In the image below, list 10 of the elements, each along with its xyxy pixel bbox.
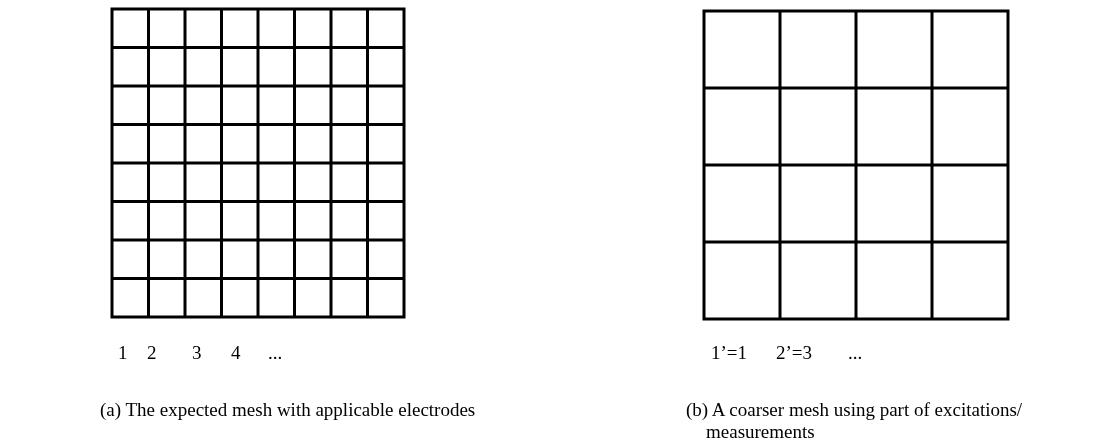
electrode-number: 1 [118, 342, 128, 364]
electrode-number: 2’=3 [776, 342, 813, 364]
ellipsis: ... [848, 342, 863, 364]
figure-caption: (b) A coarser mesh using part of excitations/ measurements [686, 399, 1024, 439]
figure-caption: (a) The expected mesh with applicable electrodes [100, 399, 476, 421]
electrode-number: 1’=1 [711, 342, 748, 364]
electrode-number: 2 [147, 342, 157, 364]
electrode-number: 3 [192, 342, 202, 364]
electrode-number: 4 [231, 342, 241, 364]
ellipsis: ... [268, 342, 283, 364]
